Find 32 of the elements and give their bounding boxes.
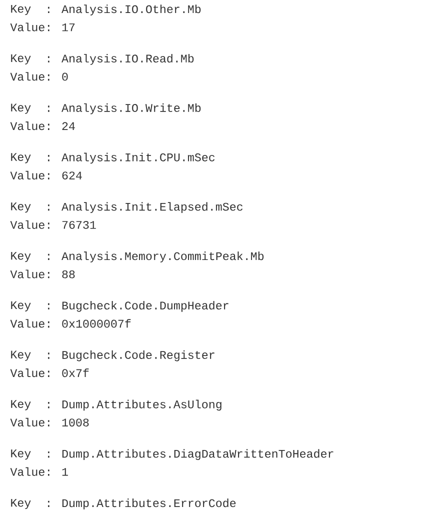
key-label: Key [11, 104, 31, 114]
value-text: Value: 76731 [10, 220, 96, 229]
key-label: Key [11, 301, 31, 312]
key-label: Key [11, 54, 31, 64]
key-name: : Analysis.Memory.CommitPeak.Mb [48, 252, 264, 262]
value-text: Value: 24 [10, 122, 75, 130]
value-text: Value: 88 [10, 270, 75, 278]
key-label: Key [11, 4, 31, 16]
key-label: Key [11, 450, 31, 460]
key-label: Key [11, 252, 31, 262]
value-text: Value: 0 [10, 72, 68, 81]
key-name: : Analysis.IO.Other.Mb [48, 4, 201, 16]
key-name: : Bugcheck.Code.Register [48, 350, 214, 362]
key-label: Key [11, 202, 31, 213]
key-label: Key [11, 498, 31, 510]
key-label: Key [11, 400, 31, 410]
value-text: Value: 1008 [10, 418, 89, 426]
key-name: : Analysis.IO.Read.Mb [48, 54, 194, 65]
value-text: Value: 0x1000007f [10, 319, 131, 328]
key-name: : Analysis.Init.Elapsed.mSec [48, 202, 242, 214]
value-text: Value: 17 [10, 22, 75, 32]
key-name: : Bugcheck.Code.DumpHeader [48, 300, 228, 312]
value-text: Value: 624 [10, 170, 82, 180]
value-text: Value: 1 [10, 467, 68, 476]
key-name: : Dump.Attributes.ErrorCode [48, 498, 236, 510]
key-label: Key [11, 350, 31, 361]
key-name: : Analysis.Init.CPU.mSec [48, 152, 215, 164]
key-label: Key [11, 153, 31, 164]
key-name: : Analysis.IO.Write.Mb [48, 103, 201, 114]
value-text: Value: 0x7f [10, 368, 89, 378]
key-name: : Dump.Attributes.AsUlong [48, 400, 222, 411]
key-name: : Dump.Attributes.DiagDataWrittenToHeader [48, 449, 334, 460]
